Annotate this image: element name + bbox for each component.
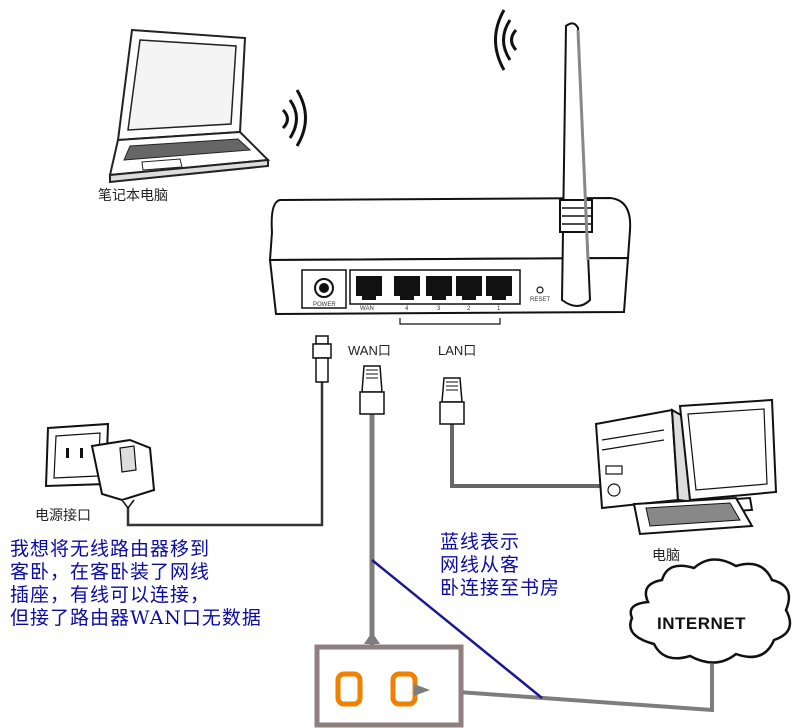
outlet-port-right (390, 671, 418, 707)
computer-label: 电脑 (652, 548, 680, 564)
internet-label: INTERNET (657, 614, 746, 633)
left-annotation: 我想将无线路由器移到 客卧，在客卧装了网线 插座，有线可以连接， 但接了路由器W… (10, 538, 262, 629)
power-plug-icon (312, 335, 332, 383)
laptop-label: 笔记本电脑 (98, 188, 168, 204)
antenna-wireless-waves (494, 9, 518, 71)
reset-tiny-label: RESET (530, 297, 551, 303)
power-cable (126, 380, 324, 527)
laptop-icon (108, 28, 271, 184)
lan-number-3: 3 (437, 306, 441, 312)
network-outlet-box (314, 644, 464, 728)
wan-arrow-icon (364, 632, 380, 644)
right-annotation: 蓝线表示 网线从客 卧连接至书房 (440, 531, 561, 599)
lan-connector-icon (439, 377, 465, 425)
power-adapter-icon (90, 438, 156, 510)
router-icon (268, 196, 632, 325)
desktop-computer-icon (594, 398, 778, 536)
wan-port-label: WAN口 (348, 343, 391, 358)
power-port-tiny-label: POWER (313, 302, 336, 308)
blue-cable-line (371, 559, 543, 699)
antenna-icon (559, 22, 593, 307)
laptop-wireless-waves (281, 89, 307, 147)
internet-cable (429, 664, 714, 713)
wan-connector-icon (359, 365, 385, 415)
outlet-port-left (335, 671, 363, 707)
lan-number-4: 4 (405, 306, 409, 312)
power-socket-label: 电源接口 (35, 508, 91, 524)
lan-port-label: LAN口 (438, 343, 477, 358)
lan-number-1: 1 (497, 306, 501, 312)
lan-cable (450, 424, 605, 488)
internet-cloud-icon (629, 558, 792, 664)
wan-port-tiny-label: WAN (360, 306, 374, 312)
lan-number-2: 2 (467, 306, 471, 312)
